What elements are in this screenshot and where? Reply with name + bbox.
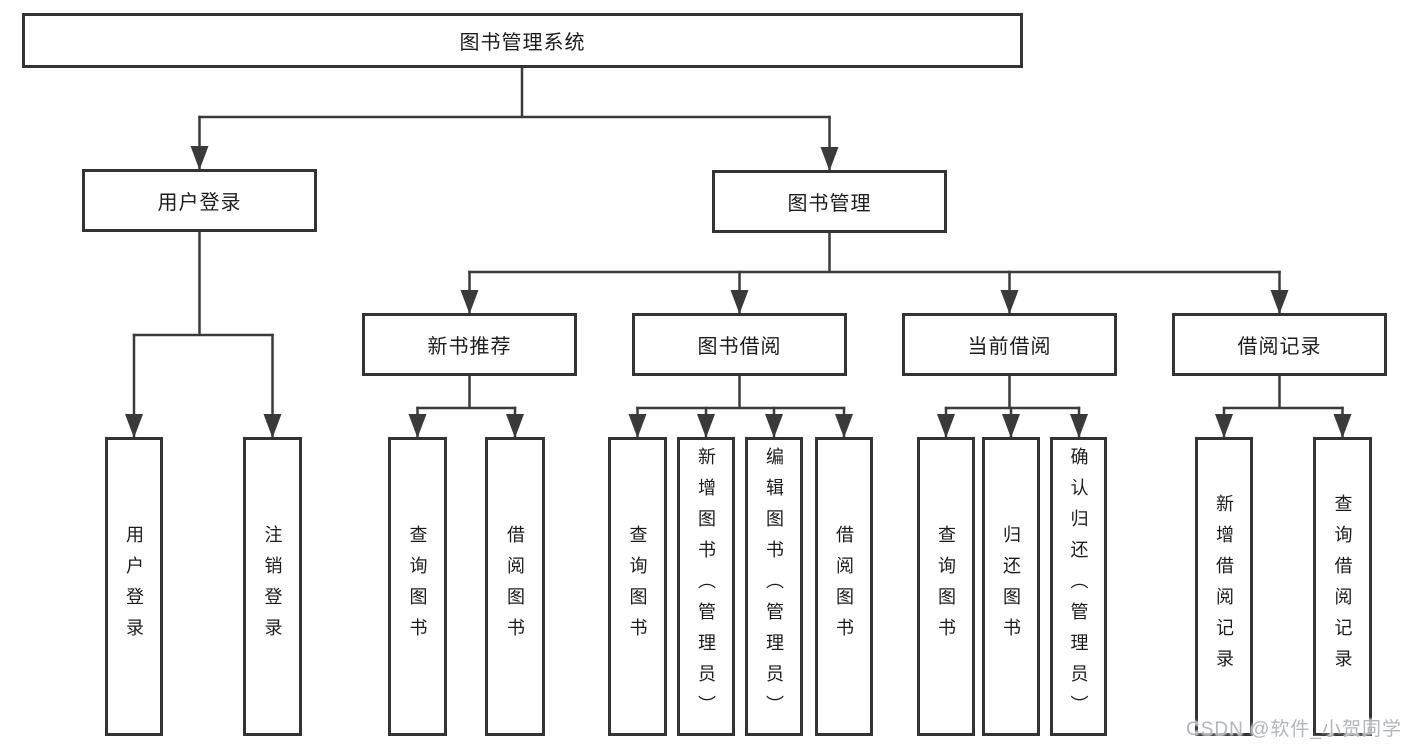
leaf-newrec-borrow-books: 借阅图书	[485, 437, 545, 736]
connector-newrec-elbow	[416, 374, 517, 410]
leaf-records-query-record-label: 查询借阅记录	[1332, 493, 1353, 680]
leaf-current-confirm-return-admin-label: 确认归还（管理员）	[1068, 447, 1089, 726]
leaf-records-query-record: 查询借阅记录	[1313, 437, 1372, 736]
connector-records-elbow	[1222, 374, 1344, 410]
node-library-system-label: 图书管理系统	[459, 32, 586, 54]
leaf-user-login-label: 用户登录	[124, 524, 144, 649]
leaf-current-return-books-label: 归还图书	[1001, 524, 1021, 649]
leaf-logout: 注销登录	[243, 437, 302, 736]
leaf-current-query-books: 查询图书	[917, 437, 975, 736]
node-current-borrow-label: 当前借阅	[967, 336, 1052, 358]
node-book-management: 图书管理	[712, 170, 947, 233]
node-book-borrow: 图书借阅	[632, 313, 847, 376]
leaf-borrow-add-books-admin-label: 新增图书（管理员）	[696, 447, 716, 726]
leaf-newrec-query-books-label: 查询图书	[407, 524, 428, 649]
node-library-system: 图书管理系统	[22, 13, 1023, 68]
leaf-user-login: 用户登录	[105, 437, 163, 736]
connector-current-elbow	[944, 374, 1081, 410]
leaf-current-query-books-label: 查询图书	[936, 524, 956, 649]
node-current-borrow: 当前借阅	[902, 313, 1117, 376]
node-user-login: 用户登录	[82, 169, 317, 232]
leaf-borrow-borrow-books-label: 借阅图书	[834, 524, 854, 649]
leaf-logout-label: 注销登录	[262, 524, 283, 649]
connector-root-elbow	[198, 66, 831, 119]
leaf-records-add-record-label: 新增借阅记录	[1214, 493, 1234, 680]
leaf-current-return-books: 归还图书	[982, 437, 1040, 736]
node-book-management-label: 图书管理	[787, 193, 872, 215]
watermark: CSDN @软件_小贺同学	[1186, 719, 1402, 740]
node-borrow-records-label: 借阅记录	[1237, 336, 1322, 358]
leaf-borrow-query-books-label: 查询图书	[627, 524, 648, 649]
leaf-borrow-query-books: 查询图书	[608, 437, 667, 736]
node-new-book-recommend: 新书推荐	[362, 313, 577, 376]
node-new-book-recommend-label: 新书推荐	[427, 336, 512, 358]
leaf-borrow-add-books-admin: 新增图书（管理员）	[677, 437, 735, 736]
leaf-records-add-record: 新增借阅记录	[1195, 437, 1253, 736]
node-borrow-records: 借阅记录	[1172, 313, 1387, 376]
node-user-login-label: 用户登录	[157, 192, 242, 214]
leaf-newrec-borrow-books-label: 借阅图书	[505, 524, 525, 649]
leaf-borrow-borrow-books: 借阅图书	[815, 437, 873, 736]
leaf-current-confirm-return-admin: 确认归还（管理员）	[1050, 437, 1107, 736]
connector-borrow-elbow	[636, 374, 846, 410]
leaf-newrec-query-books: 查询图书	[388, 437, 447, 736]
connector-bookmgmt-elbow	[468, 231, 1281, 274]
leaf-borrow-edit-books-admin-label: 编辑图书（管理员）	[764, 447, 784, 726]
connector-userlogin-elbow	[132, 230, 274, 337]
node-book-borrow-label: 图书借阅	[697, 336, 782, 358]
leaf-borrow-edit-books-admin: 编辑图书（管理员）	[745, 437, 803, 736]
